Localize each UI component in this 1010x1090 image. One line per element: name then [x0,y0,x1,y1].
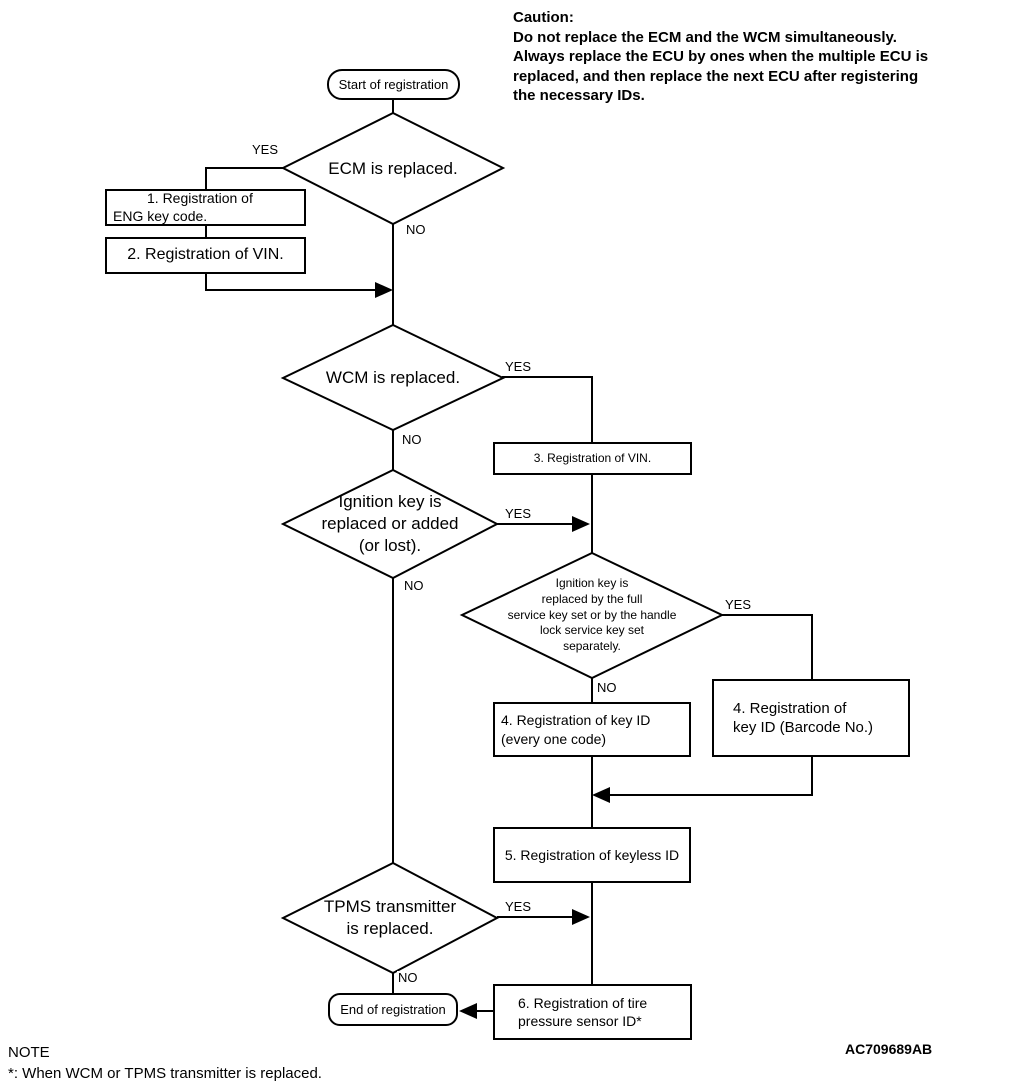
arrowhead-ignition-yes [572,516,590,532]
decision-ecm-shape [280,111,506,226]
label-ignition-set-no: NO [596,680,618,695]
note-body: *: When WCM or TPMS transmitter is repla… [8,1065,322,1082]
note-block: NOTE *: When WCM or TPMS transmitter is … [8,1042,322,1084]
process-step4-barcode: 4. Registration of key ID (Barcode No.) [712,679,910,757]
label-ecm-yes: YES [251,142,280,157]
start-terminator: Start of registration [327,69,460,100]
label-wcm-yes: YES [504,359,533,374]
decision-tpms-shape [280,861,500,975]
process-step2: 2. Registration of VIN. [105,237,306,274]
note-title: NOTE [8,1044,50,1061]
connector-step4b-merge [608,756,813,796]
caution-body: Do not replace the ECM and the WCM simul… [513,28,929,105]
arrowhead-step6-into-end [459,1003,477,1019]
end-terminator: End of registration [328,993,458,1026]
process-step6: 6. Registration of tire pressure sensor … [493,984,692,1040]
arrowhead-step2-into-mainline [375,282,393,298]
label-tpms-no: NO [397,970,419,985]
figure-code: AC709689AB [845,1041,933,1057]
decision-ignition-key-set-shape [459,551,725,680]
process-step3: 3. Registration of VIN. [493,442,692,475]
connector-ecm-yes-to-step1 [205,167,284,190]
arrowhead-step4b-merge [592,787,610,803]
caution-block: Caution: Do not replace the ECM and the … [513,8,1001,106]
label-wcm-no: NO [401,432,423,447]
caution-title: Caution: [513,9,574,26]
arrowhead-tpms-yes [572,909,590,925]
label-tpms-yes: YES [504,899,533,914]
connector-ignition-set-yes-to-step4b [721,614,813,680]
connector-step2-to-mainline [205,273,377,291]
process-step5: 5. Registration of keyless ID [493,827,691,883]
label-ignition-yes: YES [504,506,533,521]
connector-wcm-yes-to-step3 [502,376,593,443]
label-ecm-no: NO [405,222,427,237]
process-step1: 1. Registration of ENG key code. [105,189,306,226]
decision-wcm-shape [280,323,506,432]
label-ignition-set-yes: YES [724,597,753,612]
label-ignition-no: NO [403,578,425,593]
process-step4-every-code: 4. Registration of key ID (every one cod… [493,702,691,757]
decision-ignition-key-shape [280,468,500,580]
